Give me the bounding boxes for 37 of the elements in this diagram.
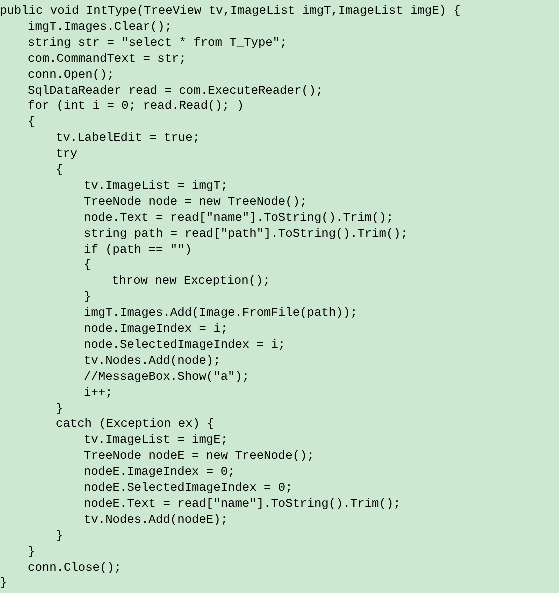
code-line: com.CommandText = str; xyxy=(28,52,186,67)
code-line: try xyxy=(56,147,78,162)
code-line: if (path == "") xyxy=(84,242,192,258)
code-line: TreeNode nodeE = new TreeNode(); xyxy=(84,449,314,464)
code-line: conn.Open(); xyxy=(28,68,114,83)
code-line: } xyxy=(84,290,92,306)
code-line: node.Text = read["name"].ToString().Trim(); xyxy=(84,210,394,226)
code-line: node.ImageIndex = i; xyxy=(84,322,228,337)
code-line: string str = "select * from T_Type"; xyxy=(28,36,288,51)
code-line: catch (Exception ex) { xyxy=(56,417,214,432)
code-line: throw new Exception(); xyxy=(112,274,270,290)
code-line: TreeNode node = new TreeNode(); xyxy=(84,194,308,210)
code-line: for (int i = 0; read.Read(); ) xyxy=(28,99,244,114)
code-line: } xyxy=(0,576,8,592)
code-line: //MessageBox.Show("a"); xyxy=(84,370,250,385)
code-line: nodeE.ImageIndex = 0; xyxy=(84,465,236,480)
code-line: tv.ImageList = imgE; xyxy=(84,433,228,448)
code-line: } xyxy=(56,528,64,544)
code-line: imgT.Images.Add(Image.FromFile(path)); xyxy=(84,306,358,322)
code-line: public void IntType(TreeView tv,ImageList imgT,ImageList imgE) { xyxy=(0,4,461,19)
code-line: tv.Nodes.Add(node); xyxy=(84,354,221,369)
code-line: { xyxy=(56,163,64,178)
code-line: node.SelectedImageIndex = i; xyxy=(84,338,286,353)
code-line: { xyxy=(84,258,92,274)
code-line: SqlDataReader read = com.ExecuteReader(); xyxy=(28,84,324,98)
code-line: i++; xyxy=(84,386,113,401)
code-line: nodeE.Text = read["name"].ToString().Trim(); xyxy=(84,496,401,512)
code-line: tv.ImageList = imgT; xyxy=(84,178,228,194)
code-line: { xyxy=(28,115,36,130)
code-line: imgT.Images.Clear(); xyxy=(28,20,172,35)
code-line: tv.Nodes.Add(nodeE); xyxy=(84,512,228,528)
code-line: tv.LabelEdit = true; xyxy=(56,131,200,146)
code-line: } xyxy=(28,544,36,560)
code-line: nodeE.SelectedImageIndex = 0; xyxy=(84,481,293,496)
code-line: } xyxy=(56,402,64,416)
code-line: string path = read["path"].ToString().Trim(); xyxy=(84,226,408,242)
code-line: conn.Close(); xyxy=(28,560,122,576)
